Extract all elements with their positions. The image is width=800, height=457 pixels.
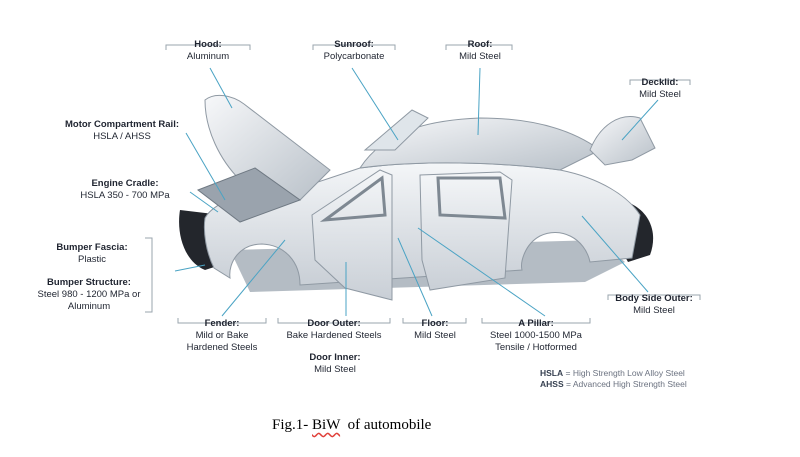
hood-label: Hood: Aluminum — [160, 39, 256, 63]
car-illustration — [145, 44, 701, 324]
decklid-material: Mild Steel — [639, 89, 681, 100]
caption-suffix: of automobile — [340, 417, 432, 433]
rear-door-open — [419, 171, 513, 291]
door-outer-title: Door Outer: — [307, 318, 361, 329]
engine-cradle-title: Engine Cradle: — [91, 178, 159, 189]
motor-rail-title: Motor Compartment Rail: — [65, 119, 179, 130]
bumper-fascia-label: Bumper Fascia: Plastic — [40, 242, 144, 266]
legend-ahss-text: = Advanced High Strength Steel — [566, 379, 687, 389]
floor-material: Mild Steel — [414, 330, 456, 341]
door-inner-material: Mild Steel — [314, 364, 356, 375]
roof-title: Roof: — [467, 39, 493, 50]
label-brackets — [145, 44, 701, 324]
bumper-structure-label: Bumper Structure: Steel 980 - 1200 MPa o… — [28, 277, 150, 313]
bumper-structure-title: Bumper Structure: — [47, 277, 131, 288]
decklid-title: Decklid: — [641, 77, 679, 88]
abbreviation-legend: HSLA = High Strength Low Alloy Steel AHS… — [540, 368, 687, 390]
a-pillar-title: A Pillar: — [518, 318, 554, 329]
body-side-outer-title: Body Side Outer: — [615, 293, 693, 304]
roof-label: Roof: Mild Steel — [440, 39, 520, 63]
sunroof-label: Sunroof: Polycarbonate — [304, 39, 404, 63]
floor-title: Floor: — [421, 318, 449, 329]
legend-ahss-abbr: AHSS — [540, 379, 564, 389]
engine-cradle-material: HSLA 350 - 700 MPa — [80, 190, 170, 201]
window-frame-front — [319, 175, 387, 222]
window-frame-rear — [436, 176, 507, 220]
door-outer-material: Bake Hardened Steels — [286, 330, 382, 341]
bumper-structure-material-1: Steel 980 - 1200 MPa or — [37, 289, 141, 300]
sunroof-glass — [363, 109, 429, 151]
caption-prefix: Fig.1- — [272, 417, 313, 433]
fender-material-2: Hardened Steels — [186, 342, 258, 353]
hood-material: Aluminum — [186, 51, 230, 62]
a-pillar-material-2: Tensile / Hotformed — [495, 342, 577, 353]
fender-label: Fender: Mild or Bake Hardened Steels — [176, 318, 268, 354]
roof-material: Mild Steel — [459, 51, 501, 62]
decklid-label: Decklid: Mild Steel — [624, 77, 696, 101]
caption-acronym: BiW — [312, 417, 341, 433]
door-outer-label: Door Outer: Bake Hardened Steels — [276, 318, 392, 342]
hood-title: Hood: — [194, 39, 222, 50]
floor-label: Floor: Mild Steel — [402, 318, 468, 342]
bumper-fascia-material: Plastic — [78, 254, 106, 265]
engine-bay — [196, 167, 302, 223]
fender-title: Fender: — [204, 318, 240, 329]
fender-material-1: Mild or Bake — [195, 330, 249, 341]
sunroof-material: Polycarbonate — [323, 51, 385, 62]
engine-cradle-label: Engine Cradle: HSLA 350 - 700 MPa — [62, 178, 188, 202]
front-door-open — [311, 169, 393, 301]
figure-caption: Fig.1- BiW of automobile — [272, 417, 431, 434]
body-side-outer-label: Body Side Outer: Mild Steel — [604, 293, 704, 317]
legend-hsla-abbr: HSLA — [540, 368, 564, 378]
legend-hsla-text: = High Strength Low Alloy Steel — [565, 368, 685, 378]
bumper-structure-material-2: Aluminum — [67, 301, 111, 312]
leader-lines — [174, 67, 659, 317]
sunroof-title: Sunroof: — [334, 39, 374, 50]
legend-ahss: AHSS = Advanced High Strength Steel — [540, 379, 687, 390]
a-pillar-material-1: Steel 1000-1500 MPa — [490, 330, 582, 341]
door-inner-title: Door Inner: — [309, 352, 361, 363]
door-inner-label: Door Inner: Mild Steel — [290, 352, 380, 376]
legend-hsla: HSLA = High Strength Low Alloy Steel — [540, 368, 687, 379]
a-pillar-label: A Pillar: Steel 1000-1500 MPa Tensile / … — [476, 318, 596, 354]
motor-rail-material: HSLA / AHSS — [93, 131, 151, 142]
bumper-fascia-title: Bumper Fascia: — [56, 242, 128, 253]
motor-rail-label: Motor Compartment Rail: HSLA / AHSS — [52, 119, 192, 143]
body-in-white-diagram: Hood: Aluminum Sunroof: Polycarbonate Ro… — [28, 39, 704, 390]
open-decklid — [589, 116, 656, 166]
body-side-outer-material: Mild Steel — [633, 305, 675, 316]
